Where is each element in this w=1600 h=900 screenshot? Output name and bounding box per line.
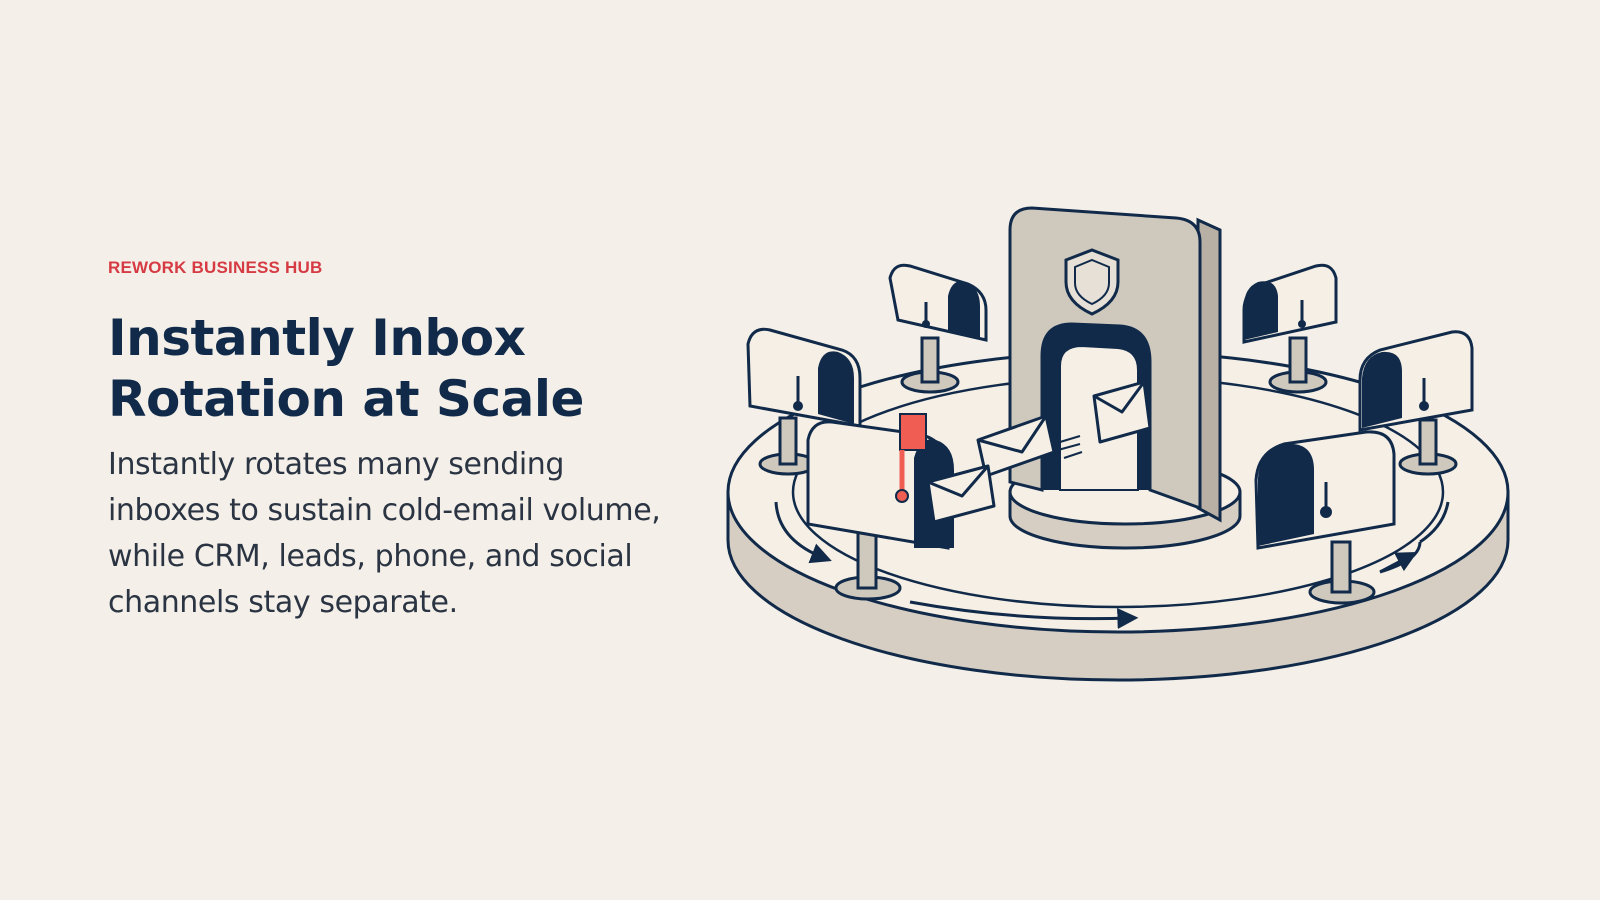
page-title: Instantly Inbox Rotation at Scale [108, 308, 668, 430]
envelope-icon [1092, 380, 1152, 444]
title-line-2: Rotation at Scale [108, 370, 584, 428]
shield-icon [1064, 248, 1120, 316]
envelope-icon [976, 414, 1056, 478]
brand-label: REWORK BUSINESS HUB [108, 258, 323, 277]
mailbox-icon [806, 413, 996, 601]
page-description: Instantly rotates many sending inboxes t… [108, 447, 661, 620]
mailbox-icon [1358, 330, 1474, 476]
mailbox-icon [1254, 430, 1396, 605]
security-gate [1008, 206, 1222, 523]
motion-lines [1057, 435, 1083, 459]
mailbox-icon [888, 263, 988, 394]
inbox-rotation-illustration [726, 206, 1510, 682]
mailbox-icon [746, 327, 862, 476]
text-column: REWORK BUSINESS HUB Instantly Inbox Rota… [108, 258, 668, 626]
flag-icon [895, 413, 927, 503]
rotation-arrow-icon [774, 501, 1450, 629]
mailbox-icon [1242, 263, 1338, 394]
envelope-icon [926, 464, 996, 524]
title-line-1: Instantly Inbox [108, 309, 526, 367]
